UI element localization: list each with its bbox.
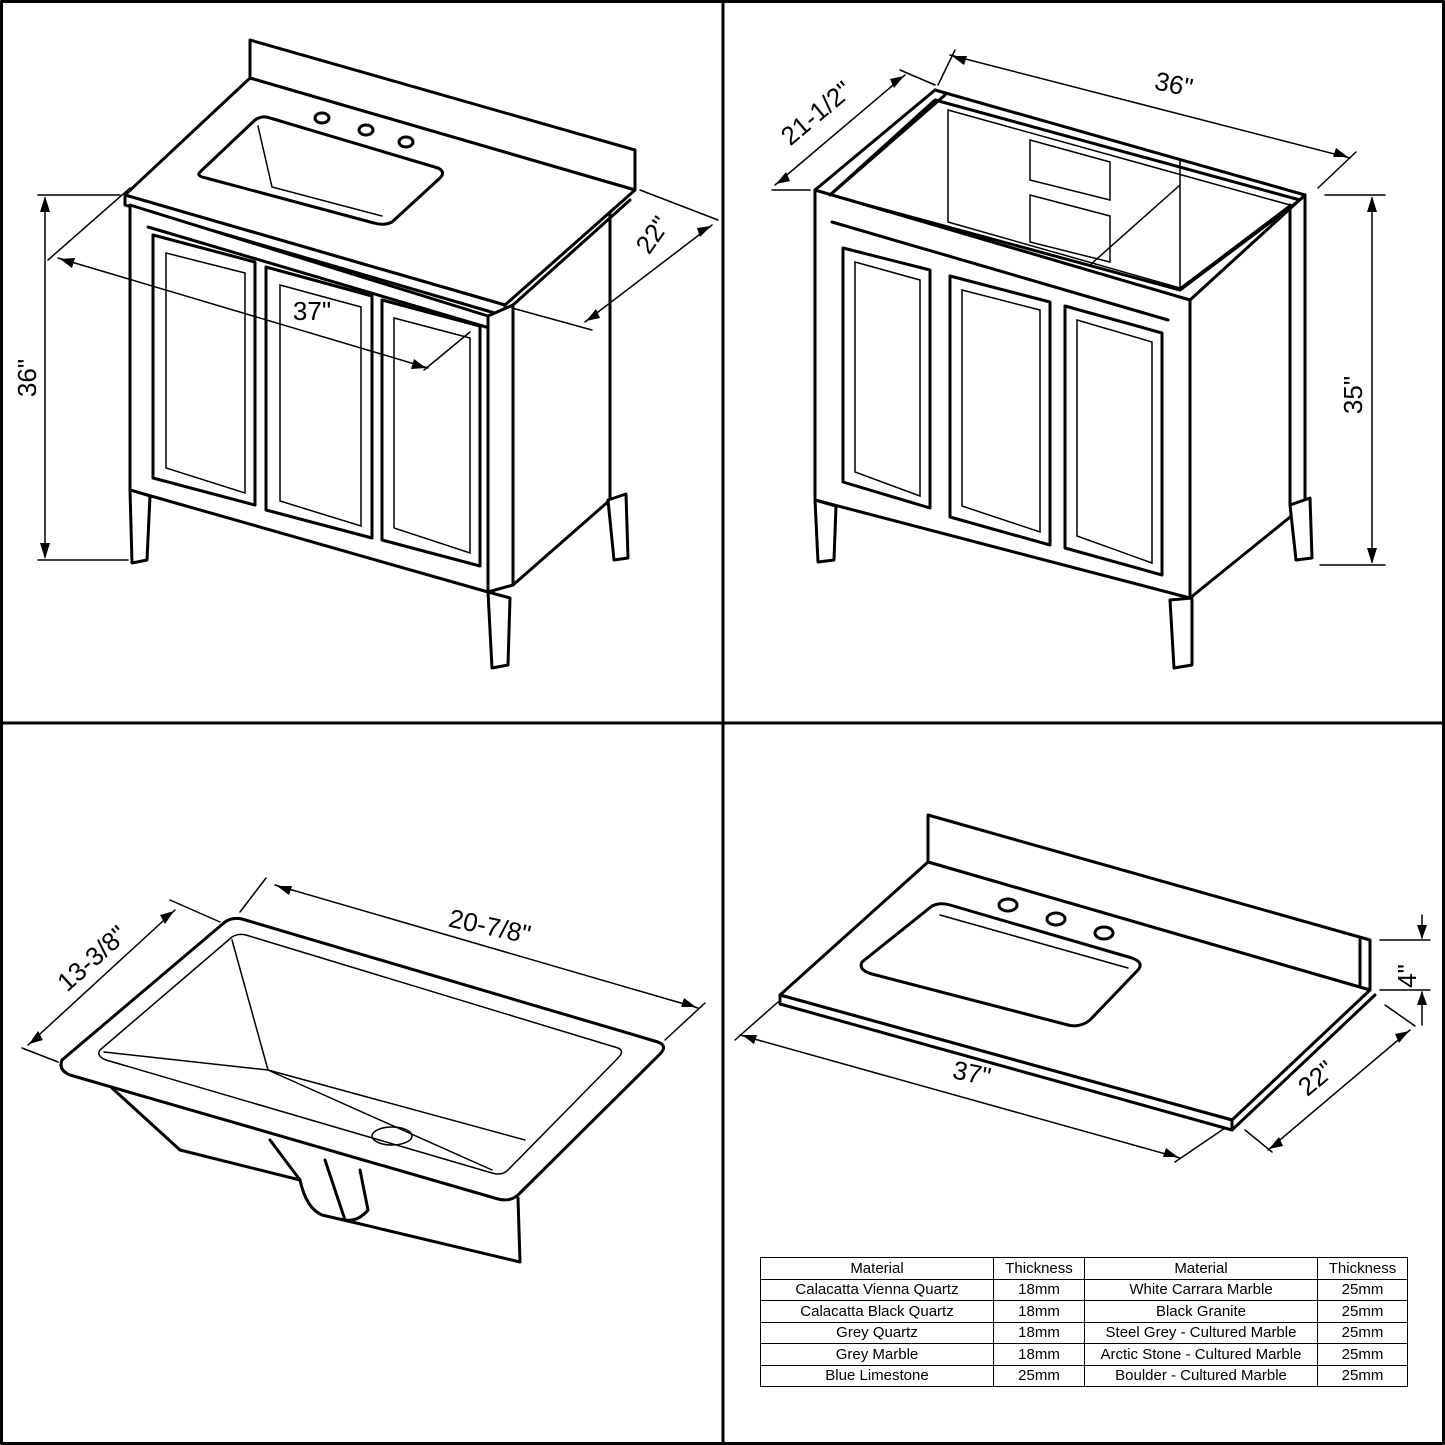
vanity-depth-label: 22" [629, 211, 675, 259]
table-row: Calacatta Vienna Quartz 18mm White Carra… [760, 1278, 1408, 1301]
thickness-cell: 25mm [1317, 1321, 1408, 1344]
top-width-label: 37" [950, 1055, 994, 1092]
cabinet-height-label: 35" [1338, 376, 1368, 414]
cabinet-depth-label: 21-1/2" [775, 75, 858, 151]
thickness-cell: 25mm [1317, 1343, 1408, 1366]
table-row: Grey Quartz 18mm Steel Grey - Cultured M… [760, 1321, 1408, 1344]
material-cell: White Carrara Marble [1084, 1278, 1318, 1301]
backsplash-height-label: 4" [1392, 964, 1422, 988]
vanity-width-label: 37" [293, 296, 331, 326]
material-cell: Arctic Stone - Cultured Marble [1084, 1343, 1318, 1366]
cabinet-drawing: 36" 21-1/2" 35" [771, 49, 1386, 670]
table-header-row: Material Thickness Material Thickness [760, 1257, 1408, 1280]
thickness-cell: 18mm [993, 1321, 1085, 1344]
material-cell: Calacatta Black Quartz [760, 1300, 994, 1323]
table-row: Calacatta Black Quartz 18mm Black Granit… [760, 1300, 1408, 1323]
column-header: Thickness [993, 1257, 1085, 1280]
thickness-cell: 18mm [993, 1343, 1085, 1366]
column-header: Material [1084, 1257, 1318, 1280]
table-row: Grey Marble 18mm Arctic Stone - Cultured… [760, 1343, 1408, 1366]
thickness-cell: 25mm [993, 1364, 1085, 1387]
thickness-cell: 25mm [1317, 1364, 1408, 1387]
vanity-height-label: 36" [12, 359, 42, 397]
material-cell: Calacatta Vienna Quartz [760, 1278, 994, 1301]
cabinet-width-label: 36" [1152, 66, 1196, 103]
sink-drawing: 20-7/8" 13-3/8" [21, 877, 706, 1264]
vanity-with-top-drawing: 36" 37" 22" [12, 38, 719, 670]
materials-table: Material Thickness Material Thickness Ca… [760, 1257, 1408, 1387]
column-header: Material [760, 1257, 994, 1280]
thickness-cell: 18mm [993, 1278, 1085, 1301]
thickness-cell: 25mm [1317, 1300, 1408, 1323]
sink-width-label: 20-7/8" [446, 903, 533, 950]
material-cell: Boulder - Cultured Marble [1084, 1364, 1318, 1387]
material-cell: Grey Marble [760, 1343, 994, 1366]
thickness-cell: 18mm [993, 1300, 1085, 1323]
material-cell: Blue Limestone [760, 1364, 994, 1387]
countertop-drawing: 37" 22" 4" [734, 813, 1431, 1163]
table-row: Blue Limestone 25mm Boulder - Cultured M… [760, 1364, 1408, 1387]
material-cell: Black Granite [1084, 1300, 1318, 1323]
column-header: Thickness [1317, 1257, 1408, 1280]
thickness-cell: 25mm [1317, 1278, 1408, 1301]
material-cell: Steel Grey - Cultured Marble [1084, 1321, 1318, 1344]
material-cell: Grey Quartz [760, 1321, 994, 1344]
